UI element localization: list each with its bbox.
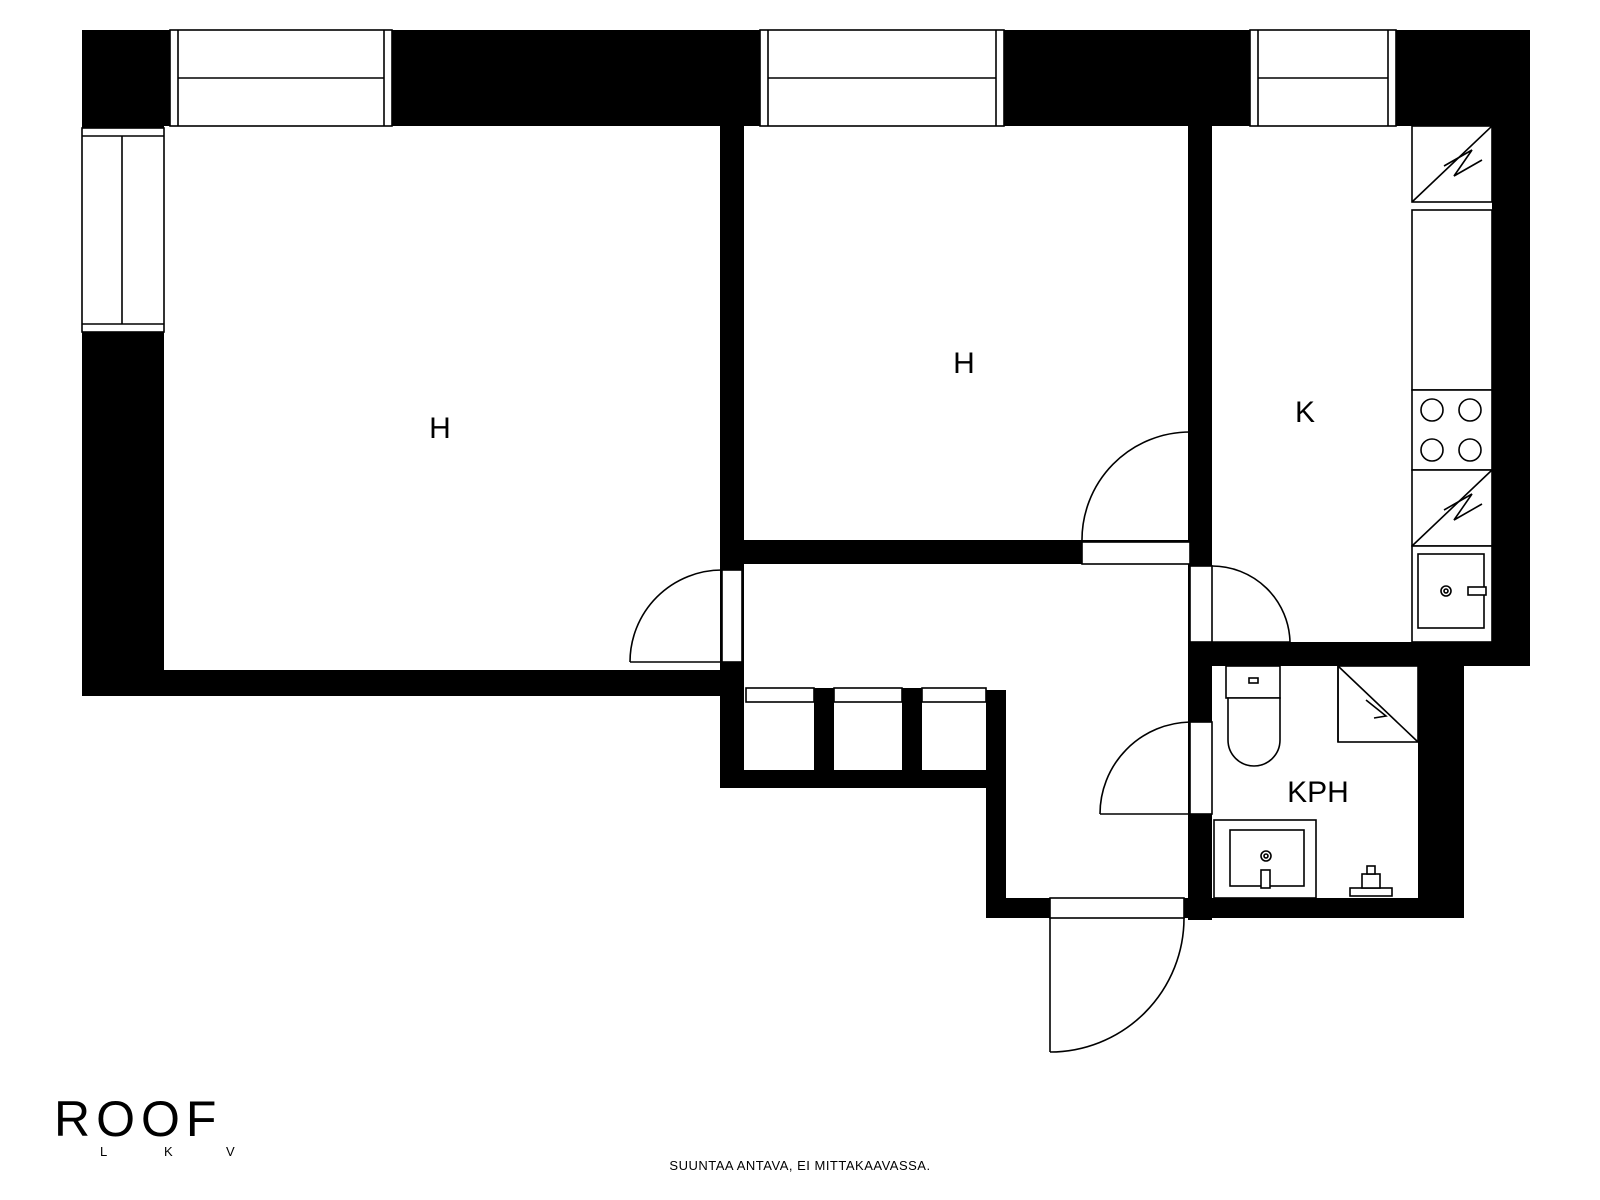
wall-closet-div-2 [902, 688, 922, 774]
door-swing-small-bedroom [1081, 431, 1191, 543]
kitchen-fixtures [1411, 125, 1493, 643]
washbasin-drain-icon [1260, 850, 1272, 862]
door-frame-small-bedroom [1081, 541, 1191, 565]
door-swing-kitchen [1211, 565, 1291, 643]
stove-burner-icon [1420, 438, 1444, 462]
toilet-icon [1227, 697, 1281, 767]
room-label-small-bedroom: H [953, 347, 975, 380]
wall-right [1492, 30, 1530, 666]
closet-opening-2 [833, 687, 903, 703]
door-swing-bathroom [1099, 721, 1191, 815]
door-frame-large-bedroom [721, 569, 743, 663]
door-frame-kitchen [1189, 565, 1213, 643]
closet-opening-3 [921, 687, 987, 703]
door-swing-entrance [1049, 917, 1185, 1053]
window-left-bedroom-side [81, 127, 165, 333]
sink-faucet-icon [1467, 586, 1487, 596]
door-frame-bathroom [1189, 721, 1213, 815]
bathroom-fixtures [1213, 665, 1419, 899]
logo-text: ROOF [54, 1091, 222, 1147]
stove-burner-icon [1420, 398, 1444, 422]
door-swing-large-bedroom [629, 569, 723, 663]
room-label-kitchen: K [1295, 396, 1315, 429]
room-label-large-bedroom: H [429, 412, 451, 445]
door-frame-entrance [1049, 897, 1185, 919]
wall-bedroom-bottom [82, 670, 732, 696]
wall-closet-left [720, 680, 744, 786]
wall-bathroom-right [1418, 642, 1464, 917]
sink-drain-icon [1440, 585, 1452, 597]
washbasin-faucet-icon [1260, 869, 1271, 889]
wall-closet-div-1 [814, 688, 834, 774]
logo-sub-letter: L [100, 1144, 107, 1159]
stove-burner-icon [1458, 438, 1482, 462]
room-labels: H H K KPH [429, 347, 1349, 809]
windows [81, 29, 1397, 333]
wall-closet-bottom [720, 770, 1006, 788]
doors [629, 431, 1291, 1053]
logo-sub-letter: K [164, 1144, 173, 1159]
stove-burner-icon [1458, 398, 1482, 422]
disclaimer-text: SUUNTAA ANTAVA, EI MITTAKAAVASSA. [669, 1158, 930, 1173]
closet-opening-1 [745, 687, 815, 703]
wall-kitchen-bottom [1188, 642, 1530, 666]
wall-hallway-left [986, 690, 1006, 918]
wall-closet-top-1 [814, 688, 834, 702]
logo: ROOF L K V [54, 1091, 235, 1159]
kitchen-counter [1411, 209, 1493, 391]
logo-sub-letter: V [226, 1144, 235, 1159]
floor-drain-icon [1349, 865, 1393, 897]
room-label-bathroom: KPH [1287, 776, 1349, 809]
